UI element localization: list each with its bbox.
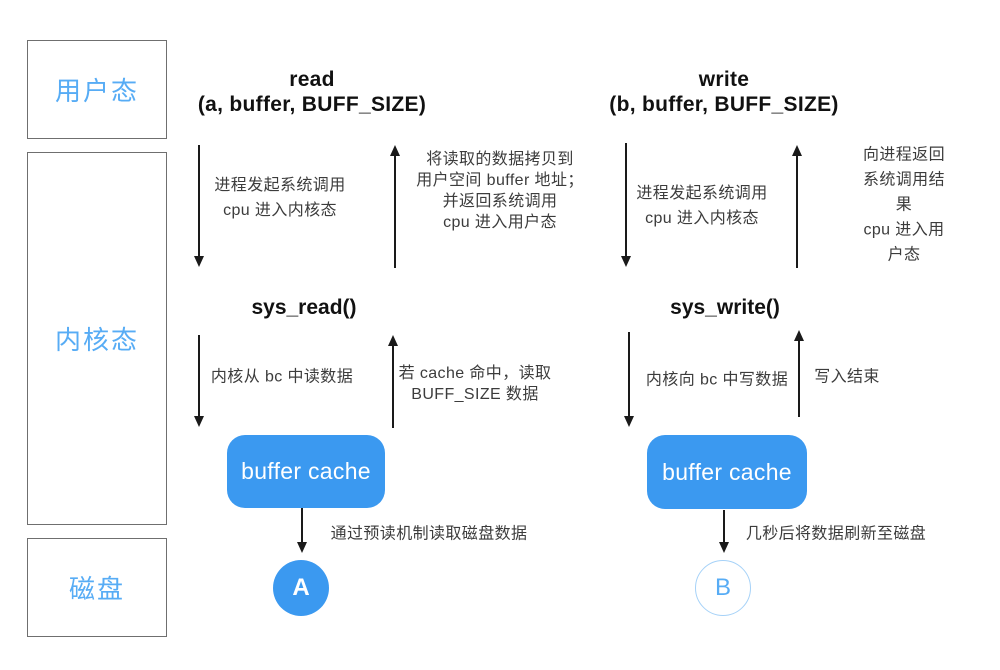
lane-label-user-mode: 用户态 [54, 76, 139, 106]
write-to-cache-arrow [628, 332, 630, 416]
write-to-disk-note: 几秒后将数据刷新至磁盘 [745, 525, 927, 543]
read-to-disk-arrow [301, 508, 303, 542]
write-buffer-cache-label: buffer cache [662, 458, 792, 485]
read-syscall-return-arrow [394, 156, 396, 268]
write-call-title: write (b, buffer, BUFF_SIZE) [609, 68, 839, 116]
write-from-cache-arrow [798, 341, 800, 417]
write-syscall-down-note: 进程发起系统调用 cpu 进入内核态 [636, 185, 768, 227]
read-disk-node-label: A [292, 574, 310, 601]
read-disk-node: A [273, 560, 329, 616]
read-syscall-return-note: 将读取的数据拷贝到 用户空间 buffer 地址； 并返回系统调用 cpu 进入… [416, 151, 584, 231]
read-to-cache-note: 内核从 bc 中读数据 [210, 368, 354, 386]
read-buffer-cache-box: buffer cache [227, 435, 385, 508]
lane-label-kernel-mode: 内核态 [54, 325, 139, 355]
write-syscall-return-note: 向进程返回系统调用结果 cpu 进入用户态 [862, 146, 945, 264]
write-kernel-fn-label: sys_write() [670, 296, 780, 319]
read-kernel-fn-label: sys_read() [251, 296, 357, 319]
read-from-cache-note: 若 cache 命中，读取 BUFF_SIZE 数据 [398, 365, 552, 403]
read-syscall-down-note: 进程发起系统调用 cpu 进入内核态 [214, 177, 346, 219]
lane-box-disk: 磁盘 [27, 538, 167, 637]
write-buffer-cache-box: buffer cache [647, 435, 807, 509]
write-disk-node: B [695, 560, 751, 616]
read-to-disk-note: 通过预读机制读取磁盘数据 [330, 525, 528, 543]
read-call-title: read (a, buffer, BUFF_SIZE) [197, 68, 427, 116]
read-to-cache-arrow [198, 335, 200, 416]
write-syscall-down-arrow [625, 143, 627, 256]
write-to-cache-note: 内核向 bc 中写数据 [645, 371, 789, 389]
write-disk-node-label: B [714, 574, 731, 601]
lane-box-kernel-mode: 内核态 [27, 152, 167, 525]
lane-box-user-mode: 用户态 [27, 40, 167, 139]
write-to-disk-arrow [723, 510, 725, 542]
read-syscall-down-arrow [198, 145, 200, 256]
read-buffer-cache-label: buffer cache [241, 458, 371, 484]
read-from-cache-arrow [392, 346, 394, 428]
write-from-cache-note: 写入结束 [814, 368, 880, 386]
write-syscall-return-arrow [796, 156, 798, 268]
lane-label-disk: 磁盘 [68, 574, 125, 604]
